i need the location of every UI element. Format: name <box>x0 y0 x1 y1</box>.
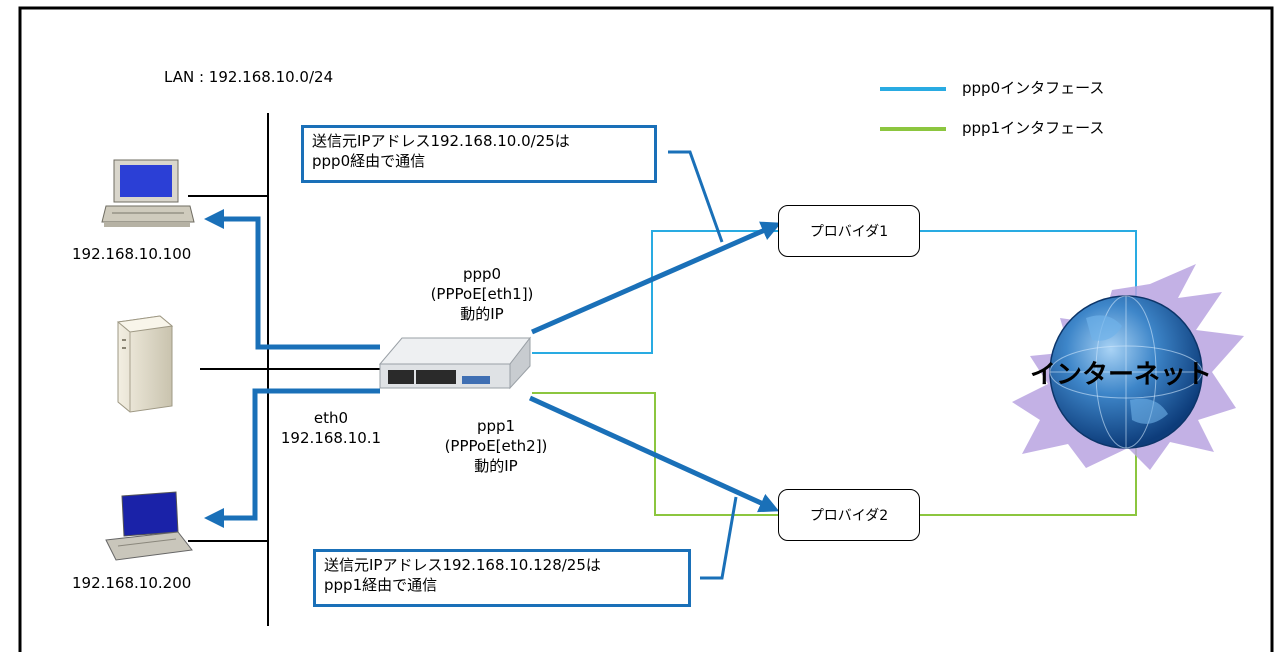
desktop-pc-icon <box>101 159 195 227</box>
ppp0-label: ppp0 (PPPoE[eth1]) 動的IP <box>412 264 552 324</box>
bottom-callout-line1: 送信元IPアドレス192.168.10.128/25は <box>324 556 601 574</box>
legend-ppp1-label: ppp1インタフェース <box>962 119 1105 137</box>
server-tower-icon <box>116 315 174 413</box>
internet-label: インターネット <box>1030 360 1213 390</box>
ppp0-path <box>532 230 780 354</box>
provider1-label: プロバイダ1 <box>809 224 889 240</box>
ppp1-ip: 動的IP <box>474 457 518 475</box>
ppp0-ip: 動的IP <box>460 305 504 323</box>
ppp1-iface: (PPPoE[eth2]) <box>444 437 548 455</box>
arrow-to-laptop <box>204 388 380 528</box>
bottom-callout: 送信元IPアドレス192.168.10.128/25は ppp1経由で通信 <box>313 549 691 607</box>
ppp0-name: ppp0 <box>462 265 502 283</box>
eth0-ip: 192.168.10.1 <box>280 429 382 447</box>
ppp0-internet-path <box>920 230 1137 300</box>
arrow-to-desktop <box>204 209 380 350</box>
bottom-callout-connector <box>700 496 738 580</box>
outer-frame <box>18 6 1274 652</box>
ppp1-name: ppp1 <box>476 417 516 435</box>
laptop-icon <box>105 491 193 561</box>
ppp1-label: ppp1 (PPPoE[eth2]) 動的IP <box>426 416 566 476</box>
provider2-label: プロバイダ2 <box>809 508 889 524</box>
ppp1-internet-path <box>920 442 1137 516</box>
top-callout-line1: 送信元IPアドレス192.168.10.0/25は <box>312 132 570 150</box>
lan-label: LAN : 192.168.10.0/24 <box>164 68 334 86</box>
globe-icon <box>1049 295 1203 449</box>
eth0-name: eth0 <box>313 409 349 427</box>
arrow-to-provider2 <box>528 395 780 513</box>
top-callout-connector <box>668 150 724 243</box>
provider1-box: プロバイダ1 <box>778 205 920 257</box>
provider2-box: プロバイダ2 <box>778 489 920 541</box>
arrow-to-provider1 <box>530 221 782 335</box>
top-callout-line2: ppp0経由で通信 <box>312 152 426 170</box>
laptop-ip-label: 192.168.10.200 <box>72 574 192 592</box>
router-icon <box>378 336 532 390</box>
legend-ppp0-label: ppp0インタフェース <box>962 79 1105 97</box>
top-callout: 送信元IPアドレス192.168.10.0/25は ppp0経由で通信 <box>301 125 657 183</box>
eth0-label: eth0 192.168.10.1 <box>268 408 394 448</box>
bottom-callout-line2: ppp1経由で通信 <box>324 576 438 594</box>
desktop-ip-label: 192.168.10.100 <box>72 245 192 263</box>
ppp0-iface: (PPPoE[eth1]) <box>430 285 534 303</box>
